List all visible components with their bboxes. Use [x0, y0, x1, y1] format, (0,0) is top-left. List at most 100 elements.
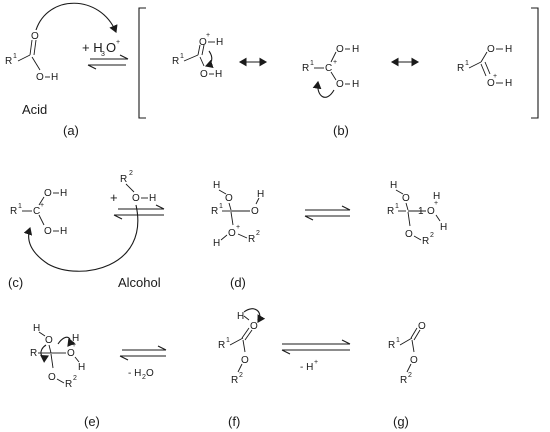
svg-text:R: R: [388, 340, 395, 351]
equilibrium-arrow-d: [304, 205, 351, 221]
bracket-left: [138, 7, 146, 119]
svg-text:1: 1: [395, 203, 399, 210]
svg-text:O: O: [427, 206, 435, 217]
svg-text:2: 2: [430, 232, 434, 239]
svg-text:H: H: [352, 79, 359, 90]
svg-text:R: R: [231, 375, 238, 386]
structure-b2: R 1 C + O H O H: [302, 44, 359, 98]
svg-text:O: O: [418, 321, 426, 332]
svg-text:H: H: [213, 238, 220, 249]
svg-text:H: H: [390, 180, 397, 191]
svg-text:O: O: [200, 69, 208, 80]
equilibrium-arrow-a: [87, 54, 129, 70]
svg-text:+ H: + H: [82, 40, 103, 55]
structure-d-prime: H O R 1 1 O + H H O R 2: [387, 180, 447, 247]
svg-text:O: O: [67, 348, 75, 359]
svg-text:1: 1: [310, 60, 314, 67]
svg-text:H: H: [51, 72, 58, 83]
svg-text:H: H: [440, 222, 447, 233]
svg-text:1: 1: [18, 203, 22, 210]
svg-text:H: H: [237, 311, 244, 322]
svg-text:3: 3: [101, 51, 105, 58]
svg-text:H: H: [216, 37, 223, 48]
svg-text:O: O: [402, 193, 410, 204]
svg-text:H: H: [257, 189, 264, 200]
caption-g: (g): [393, 414, 409, 429]
svg-text:2: 2: [256, 230, 260, 237]
svg-text:O: O: [487, 78, 495, 89]
label-alcohol: Alcohol: [118, 275, 161, 290]
svg-text:2: 2: [73, 375, 77, 382]
svg-text:H: H: [433, 191, 440, 202]
caption-f: (f): [228, 414, 240, 429]
structure-c: R 1 C + O H O H: [10, 188, 67, 237]
svg-text:C: C: [33, 206, 40, 217]
svg-text:R: R: [5, 56, 12, 67]
caption-b: (b): [333, 123, 349, 138]
svg-text:+: +: [40, 202, 44, 209]
svg-text:R: R: [65, 379, 72, 390]
svg-text:H: H: [72, 333, 79, 344]
svg-text:1: 1: [396, 337, 400, 344]
svg-text:- H: - H: [300, 362, 313, 373]
label-acid: Acid: [22, 102, 47, 117]
equilibrium-arrow-c: [113, 204, 165, 220]
svg-text:R: R: [248, 234, 255, 245]
svg-text:+: +: [333, 59, 337, 66]
svg-text:R: R: [211, 206, 218, 217]
svg-text:+: +: [236, 224, 240, 231]
svg-text:O: O: [410, 355, 418, 366]
svg-text:R: R: [120, 174, 127, 185]
svg-text:H: H: [352, 44, 359, 55]
curved-arrow-c: [23, 204, 139, 272]
minus-h2o-label: - H 2 O: [128, 368, 154, 381]
svg-text:O: O: [241, 355, 249, 366]
svg-text:O: O: [487, 44, 495, 55]
svg-text:R: R: [302, 63, 309, 74]
svg-text:O: O: [225, 193, 233, 204]
structure-g: R 1 O O R 2: [388, 321, 426, 386]
structure-b3: R 1 O H O + H: [457, 44, 512, 89]
svg-text:1: 1: [226, 337, 230, 344]
caption-a: (a): [63, 123, 79, 138]
svg-text:O: O: [48, 372, 56, 383]
plus-sign-c: +: [110, 190, 118, 205]
svg-text:R: R: [387, 206, 394, 217]
svg-text:R: R: [30, 348, 37, 359]
alcohol-molecule: R 2 O H: [120, 170, 156, 204]
svg-text:1: 1: [465, 60, 469, 67]
structure-a-acid: R 1 O O H: [5, 31, 58, 83]
svg-text:O: O: [336, 79, 344, 90]
svg-text:H: H: [60, 188, 67, 199]
svg-text:H: H: [215, 69, 222, 80]
svg-text:R: R: [10, 206, 17, 217]
svg-text:O: O: [106, 40, 116, 55]
svg-text:O: O: [199, 37, 207, 48]
bracket-right: [531, 7, 539, 119]
svg-text:H: H: [60, 226, 67, 237]
svg-text:O: O: [405, 229, 413, 240]
svg-text:- H: - H: [128, 368, 141, 379]
svg-text:O: O: [146, 368, 154, 379]
curved-arrow-a: [35, 2, 118, 34]
svg-text:O: O: [31, 31, 39, 42]
svg-text:O: O: [336, 44, 344, 55]
caption-e: (e): [84, 414, 100, 429]
svg-text:R: R: [172, 56, 179, 67]
svg-text:+: +: [434, 200, 438, 207]
svg-text:O: O: [44, 226, 52, 237]
svg-text:R: R: [400, 375, 407, 386]
svg-text:O: O: [36, 72, 44, 83]
svg-text:H: H: [213, 180, 220, 191]
svg-text:O: O: [45, 335, 53, 346]
svg-text:1: 1: [219, 203, 223, 210]
svg-text:+: +: [493, 73, 497, 80]
svg-text:O: O: [44, 188, 52, 199]
svg-text:H: H: [149, 193, 156, 204]
svg-text:+: +: [116, 39, 120, 46]
caption-d: (d): [230, 275, 246, 290]
equilibrium-arrow-f: [281, 339, 351, 355]
svg-text:H: H: [78, 362, 85, 373]
